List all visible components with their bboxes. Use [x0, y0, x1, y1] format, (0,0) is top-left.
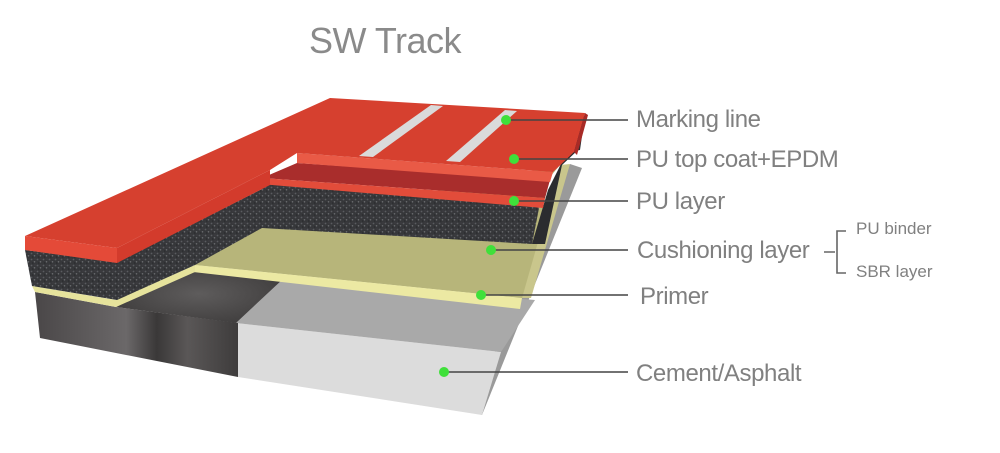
- marking-line-1: [359, 105, 443, 157]
- label-cement-asphalt: Cement/Asphalt: [636, 360, 802, 387]
- pu-layer-front-edge: [260, 178, 545, 208]
- dot-pu-topcoat: [509, 154, 519, 164]
- dot-primer: [476, 290, 486, 300]
- label-cushioning-layer: Cushioning layer: [637, 237, 810, 264]
- marking-line-2: [446, 110, 517, 162]
- asphalt-top-face: [116, 265, 282, 323]
- cement-front-face: [236, 323, 501, 415]
- pu-layer-top-face: [262, 163, 550, 198]
- primer-front-edge: [193, 265, 522, 309]
- rubber-side-face: [532, 150, 578, 244]
- rubber-front-diagonal: [117, 186, 268, 300]
- label-pu-layer: PU layer: [636, 188, 725, 215]
- label-pu-topcoat: PU top coat+EPDM: [636, 146, 839, 173]
- red-right-side: [574, 113, 588, 155]
- sublabel-sbr-layer: SBR layer: [856, 262, 933, 281]
- dot-marking-line: [501, 115, 511, 125]
- label-marking-line: Marking line: [636, 106, 761, 133]
- red-top-surface: [25, 98, 585, 248]
- primer-left-edge: [32, 265, 195, 307]
- sublayer-bracket: [824, 230, 846, 274]
- dot-pu-layer: [509, 196, 519, 206]
- rubber-front-left: [25, 250, 117, 300]
- label-primer: Primer: [640, 283, 709, 310]
- asphalt-front-face: [35, 292, 238, 377]
- diagram-title: SW Track: [308, 20, 462, 61]
- pu-topcoat-step-edge: [297, 153, 553, 182]
- sublabel-pu-binder: PU binder: [856, 219, 932, 238]
- dot-cement: [439, 367, 449, 377]
- red-left-front-face: [25, 236, 117, 263]
- dot-cushioning: [486, 245, 496, 255]
- primer-top-face-main: [180, 227, 540, 298]
- red-diagonal-front-face: [117, 170, 270, 263]
